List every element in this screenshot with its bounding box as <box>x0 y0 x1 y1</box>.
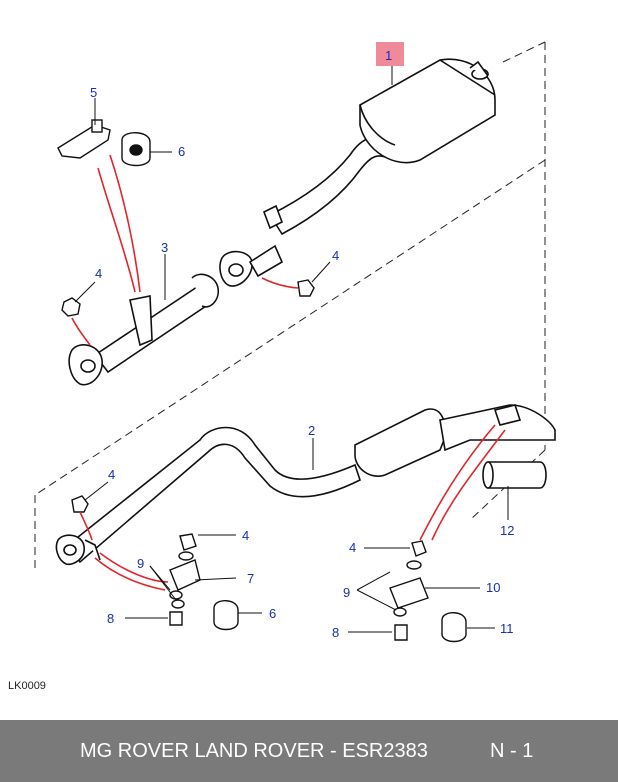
tail-pipe <box>482 461 547 489</box>
footer-page: N - 1 <box>490 740 534 762</box>
callout-6-upper: 6 <box>178 144 185 159</box>
callout-9-right: 9 <box>343 585 350 600</box>
intermediate-pipe <box>68 273 220 386</box>
callout-4-lower-mid: 4 <box>242 528 249 543</box>
reference-code: LK0009 <box>8 680 46 692</box>
front-pipe-assembly <box>55 404 556 566</box>
exhaust-system-diagram: 1 5 6 3 4 4 2 4 4 9 7 8 6 12 4 9 10 8 11 <box>34 41 556 643</box>
callout-2: 2 <box>308 423 315 438</box>
callout-7: 7 <box>247 571 254 586</box>
callout-5: 5 <box>90 85 97 100</box>
callout-4-upper-right: 4 <box>332 248 339 263</box>
rear-silencer <box>262 58 496 236</box>
callout-12: 12 <box>500 523 514 538</box>
callout-4-upper-left: 4 <box>95 266 102 281</box>
item-1-highlight <box>376 42 404 66</box>
callout-9-left: 9 <box>137 556 144 571</box>
callout-8-left: 8 <box>107 611 114 626</box>
upper-small-parts <box>57 119 315 317</box>
callout-8-right: 8 <box>332 625 339 640</box>
callout-4-lower-right: 4 <box>349 540 356 555</box>
rear-pipe-flange <box>219 244 284 287</box>
footer-title: MG ROVER LAND ROVER - ESR2383 <box>80 740 428 762</box>
black-leaders <box>74 66 509 633</box>
footer-bar: MG ROVER LAND ROVER - ESR2383 N - 1 <box>0 720 618 782</box>
lower-small-parts <box>71 495 467 643</box>
callout-11: 11 <box>500 621 514 636</box>
callout-4-lower-left: 4 <box>108 467 115 482</box>
callout-10: 10 <box>486 580 500 595</box>
callout-3: 3 <box>161 240 168 255</box>
callout-6-lower: 6 <box>269 606 276 621</box>
callout-1: 1 <box>385 48 392 63</box>
